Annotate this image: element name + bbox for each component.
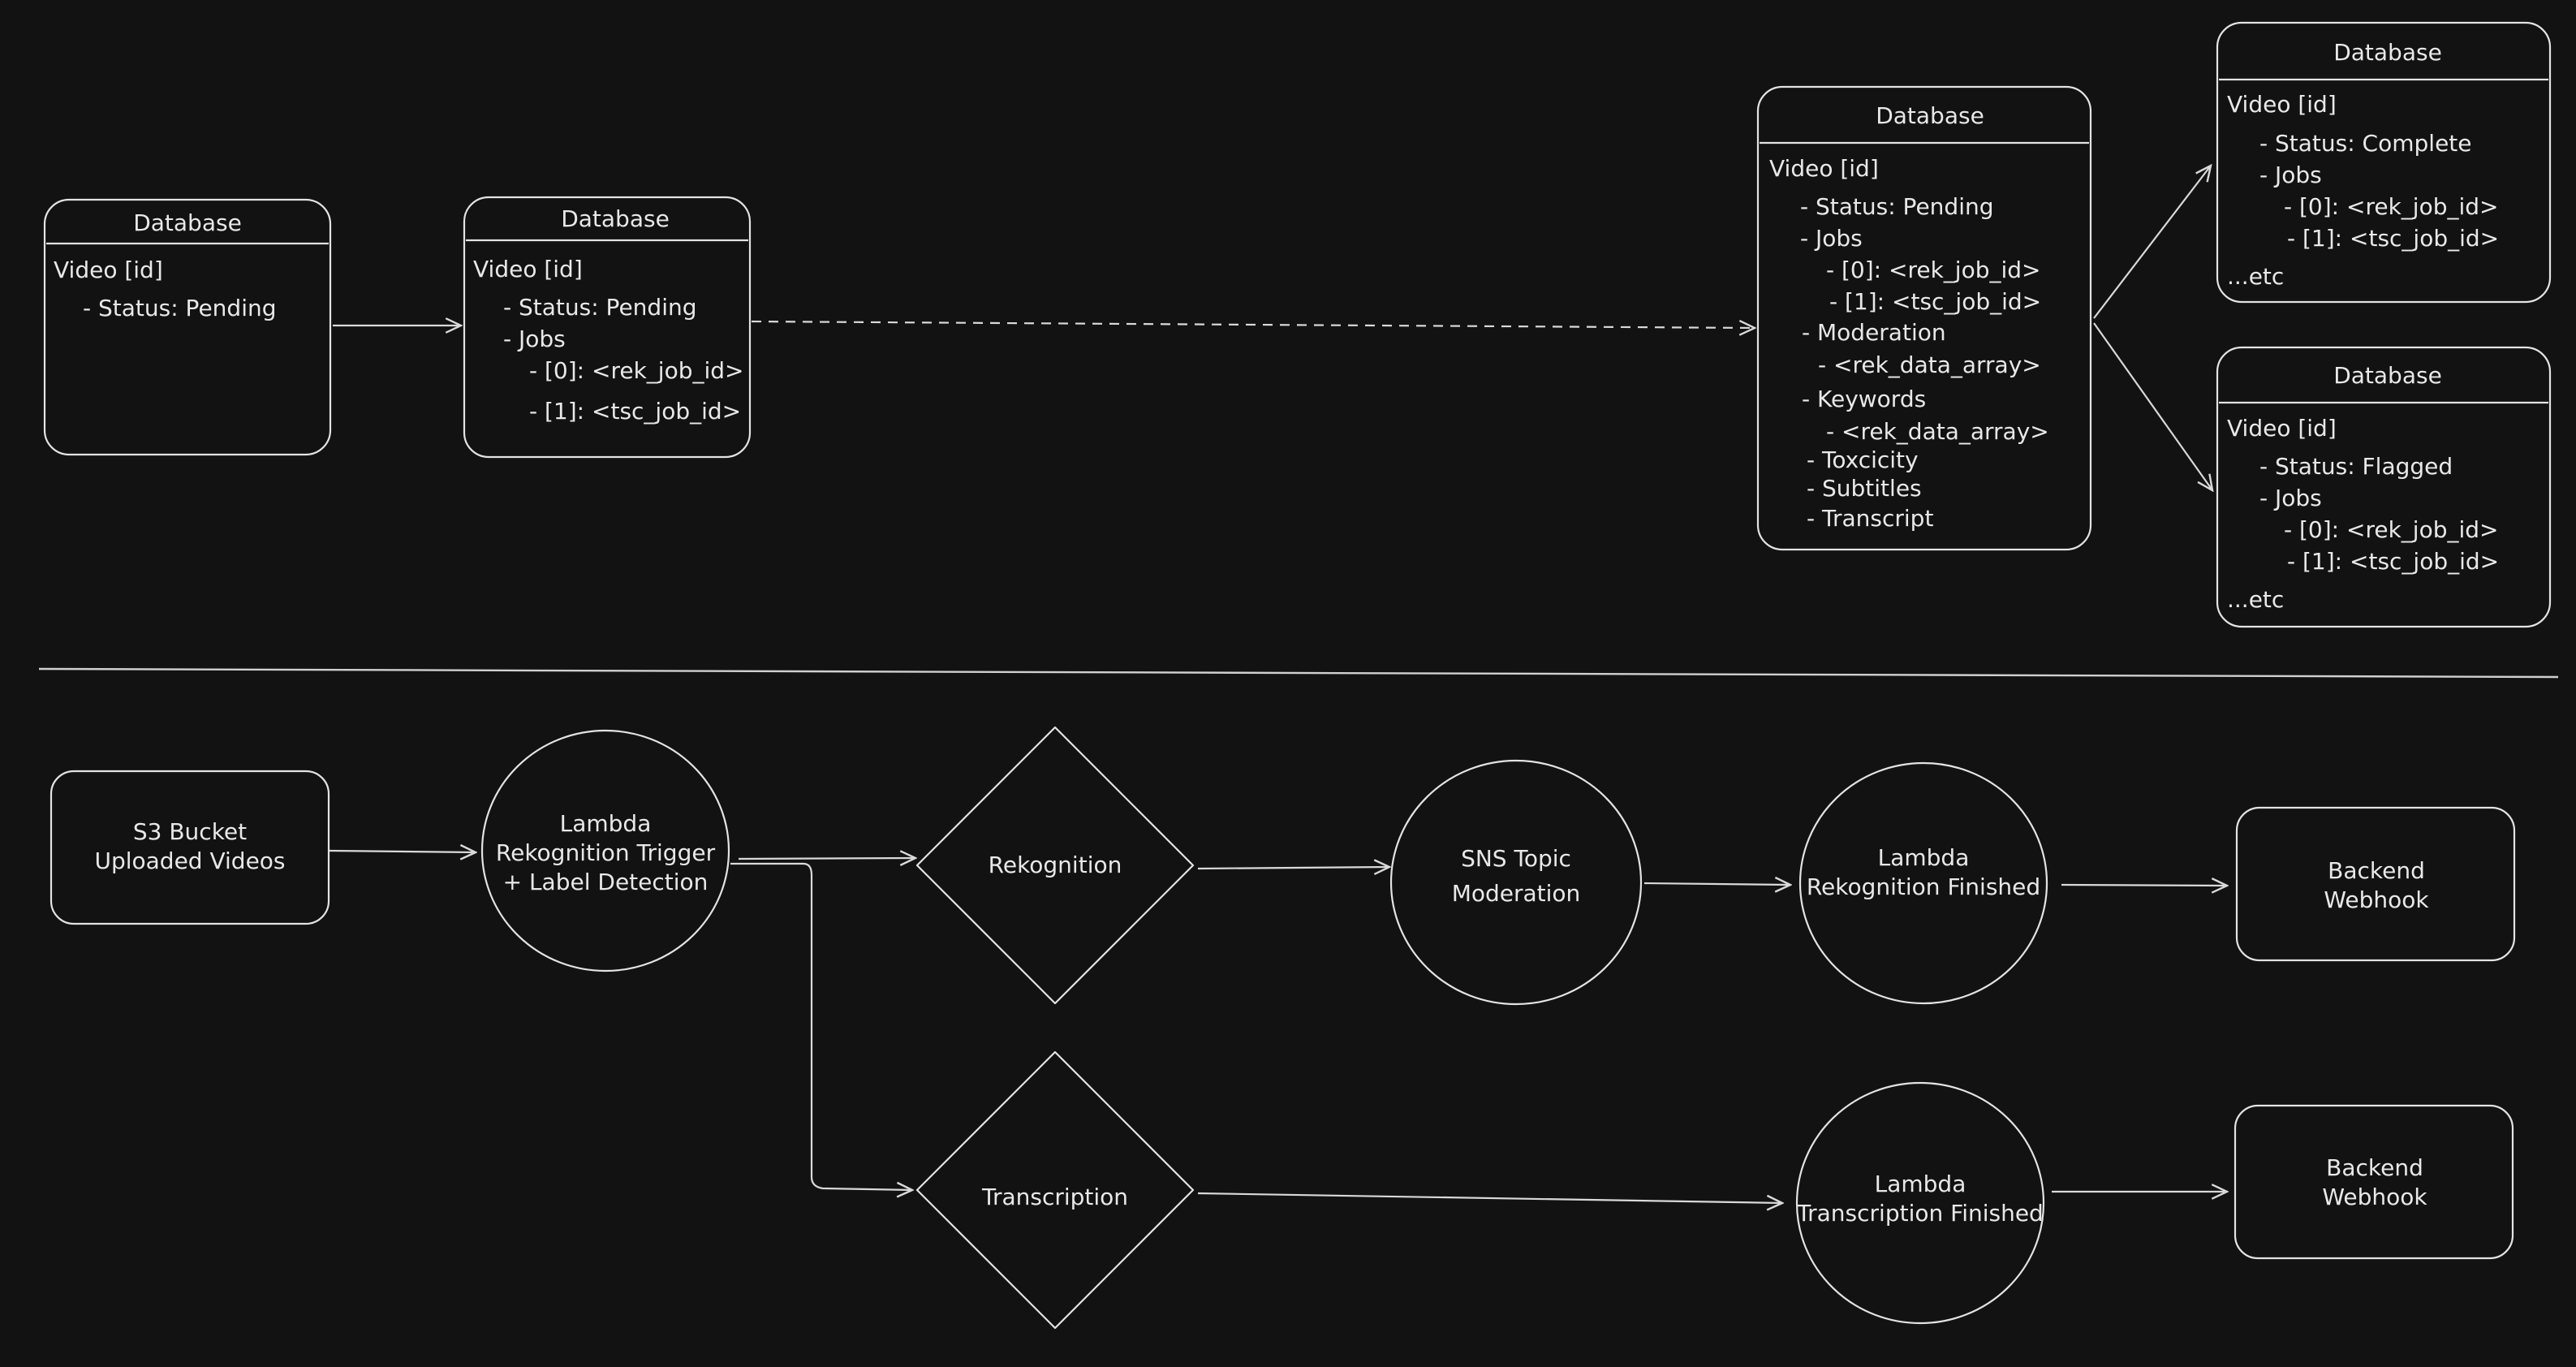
db-line-moderation: - Moderation — [1802, 319, 1946, 346]
webhook-top-line-1: Backend — [2328, 857, 2425, 884]
s3-bucket-node: S3 Bucket Uploaded Videos — [50, 770, 330, 925]
sns-topic-node: SNS Topic Moderation — [1389, 759, 1643, 1006]
db-line-status: - Status: Pending — [83, 295, 277, 321]
connector-lambda-rekognition — [738, 858, 915, 859]
db-line-video-id: Video [id] — [1769, 155, 1879, 182]
database-title: Database — [2333, 39, 2442, 66]
sns-topic-line-2: Moderation — [1452, 880, 1581, 907]
lambda-tsc-finished-line-2: Transcription Finished — [1796, 1200, 2044, 1227]
db-line-etc: ...etc — [2227, 586, 2284, 613]
database-card-initial-border — [43, 198, 332, 456]
db-line-job-1: - [1]: <tsc_job_id> — [1829, 288, 2041, 315]
connector-lambda-webhook-top — [2061, 885, 2227, 886]
rekognition-label: Rekognition — [989, 852, 1122, 878]
db-line-jobs: - Jobs — [1800, 225, 1863, 252]
db-line-job-1: - [1]: <tsc_job_id> — [2287, 548, 2499, 575]
db-line-status: - Status: Complete — [2259, 130, 2472, 157]
connector-db2-db3-dashed — [751, 321, 1755, 328]
db-line-jobs: - Jobs — [2259, 162, 2322, 188]
db-line-keywords-data: - <rek_data_array> — [1826, 418, 2049, 445]
database-title: Database — [561, 205, 670, 232]
backend-webhook-bottom-node-border — [2234, 1104, 2514, 1260]
db-line-status: - Status: Pending — [503, 294, 697, 321]
lambda-transcription-finished-node: Lambda Transcription Finished — [1795, 1081, 2045, 1325]
transcription-node-border — [915, 1050, 1195, 1330]
backend-webhook-top-node-border — [2235, 806, 2516, 962]
db-line-job-0: - [0]: <rek_job_id> — [1826, 257, 2041, 283]
db-line-video-id: Video [id] — [54, 257, 163, 283]
lambda-rekognition-finished-node: Lambda Rekognition Finished — [1798, 761, 2048, 1005]
db-line-subtitles: - Subtitles — [1807, 475, 1922, 502]
database-card-flagged: Database Video [id] - Status: Flagged - … — [2216, 346, 2552, 628]
database-card-flagged-border — [2216, 346, 2552, 628]
db-line-jobs: - Jobs — [2259, 485, 2322, 511]
database-title: Database — [133, 209, 242, 236]
connector-sns-lambda-finished — [1643, 883, 1790, 885]
backend-webhook-bottom-node: Backend Webhook — [2234, 1104, 2514, 1260]
lambda-transcription-finished-node-border — [1795, 1081, 2045, 1325]
database-card-complete-border — [2216, 21, 2552, 304]
connector-lambda-transcription — [730, 862, 912, 1190]
db-line-video-id: Video [id] — [2227, 415, 2337, 442]
lambda-tsc-finished-line-1: Lambda — [1875, 1171, 1966, 1197]
db-line-job-0: - [0]: <rek_job_id> — [2284, 193, 2499, 220]
database-title: Database — [2333, 362, 2442, 389]
db-line-transcript: - Transcript — [1807, 505, 1933, 532]
webhook-top-line-2: Webhook — [2324, 886, 2429, 913]
backend-webhook-top-node: Backend Webhook — [2235, 806, 2516, 962]
transcription-node: Transcription — [915, 1050, 1195, 1330]
lambda-rekognition-finished-node-border — [1798, 761, 2048, 1005]
lambda-trigger-line-2: Rekognition Trigger — [496, 839, 716, 866]
rekognition-node: Rekognition — [915, 726, 1195, 1005]
db-line-toxicity: - Toxcicity — [1807, 446, 1919, 473]
database-card-results: Database Video [id] - Status: Pending - … — [1756, 85, 2092, 551]
s3-bucket-title: S3 Bucket — [133, 818, 247, 845]
sns-topic-line-1: SNS Topic — [1461, 845, 1571, 872]
database-card-jobs-border — [463, 196, 752, 459]
s3-bucket-subtitle: Uploaded Videos — [94, 847, 285, 874]
transcription-label: Transcription — [981, 1184, 1128, 1210]
database-card-complete: Database Video [id] - Status: Complete -… — [2216, 21, 2552, 304]
db-line-moderation-data: - <rek_data_array> — [1818, 351, 2041, 378]
connector-db3-flagged — [2093, 322, 2212, 490]
lambda-trigger-line-1: Lambda — [560, 810, 652, 837]
webhook-bottom-line-1: Backend — [2326, 1154, 2423, 1181]
s3-bucket-node-border — [50, 770, 330, 925]
section-separator — [38, 667, 2559, 679]
db-line-video-id: Video [id] — [2227, 91, 2337, 118]
db-line-status: - Status: Pending — [1800, 193, 1994, 220]
webhook-bottom-line-2: Webhook — [2322, 1184, 2427, 1210]
lambda-trigger-line-3: + Label Detection — [503, 869, 709, 895]
connector-rekognition-sns — [1197, 867, 1389, 869]
database-title: Database — [1876, 102, 1984, 129]
lambda-rek-finished-line-1: Lambda — [1878, 844, 1970, 871]
connector-transcription-lambda-finished — [1197, 1192, 1782, 1203]
db-line-status: - Status: Flagged — [2259, 453, 2453, 480]
db-line-job-1: - [1]: <tsc_job_id> — [529, 398, 741, 425]
connector-db3-complete — [2093, 166, 2211, 319]
connector-s3-lambda — [329, 851, 476, 852]
db-line-video-id: Video [id] — [473, 256, 583, 282]
db-line-job-0: - [0]: <rek_job_id> — [2284, 516, 2499, 543]
db-line-job-0: - [0]: <rek_job_id> — [529, 357, 744, 384]
lambda-rek-finished-line-2: Rekognition Finished — [1807, 873, 2040, 900]
rekognition-node-border — [915, 726, 1195, 1005]
database-card-jobs: Database Video [id] - Status: Pending - … — [463, 196, 752, 459]
sns-topic-node-border — [1389, 759, 1643, 1006]
db-line-etc: ...etc — [2227, 263, 2284, 290]
db-line-jobs: - Jobs — [503, 326, 566, 352]
lambda-rekognition-trigger-node-border — [480, 729, 730, 972]
lambda-rekognition-trigger-node: Lambda Rekognition Trigger + Label Detec… — [480, 729, 730, 972]
db-line-job-1: - [1]: <tsc_job_id> — [2287, 225, 2499, 252]
database-card-results-border — [1756, 85, 2092, 551]
database-card-initial: Database Video [id] - Status: Pending — [43, 198, 332, 456]
db-line-keywords: - Keywords — [1802, 386, 1926, 412]
